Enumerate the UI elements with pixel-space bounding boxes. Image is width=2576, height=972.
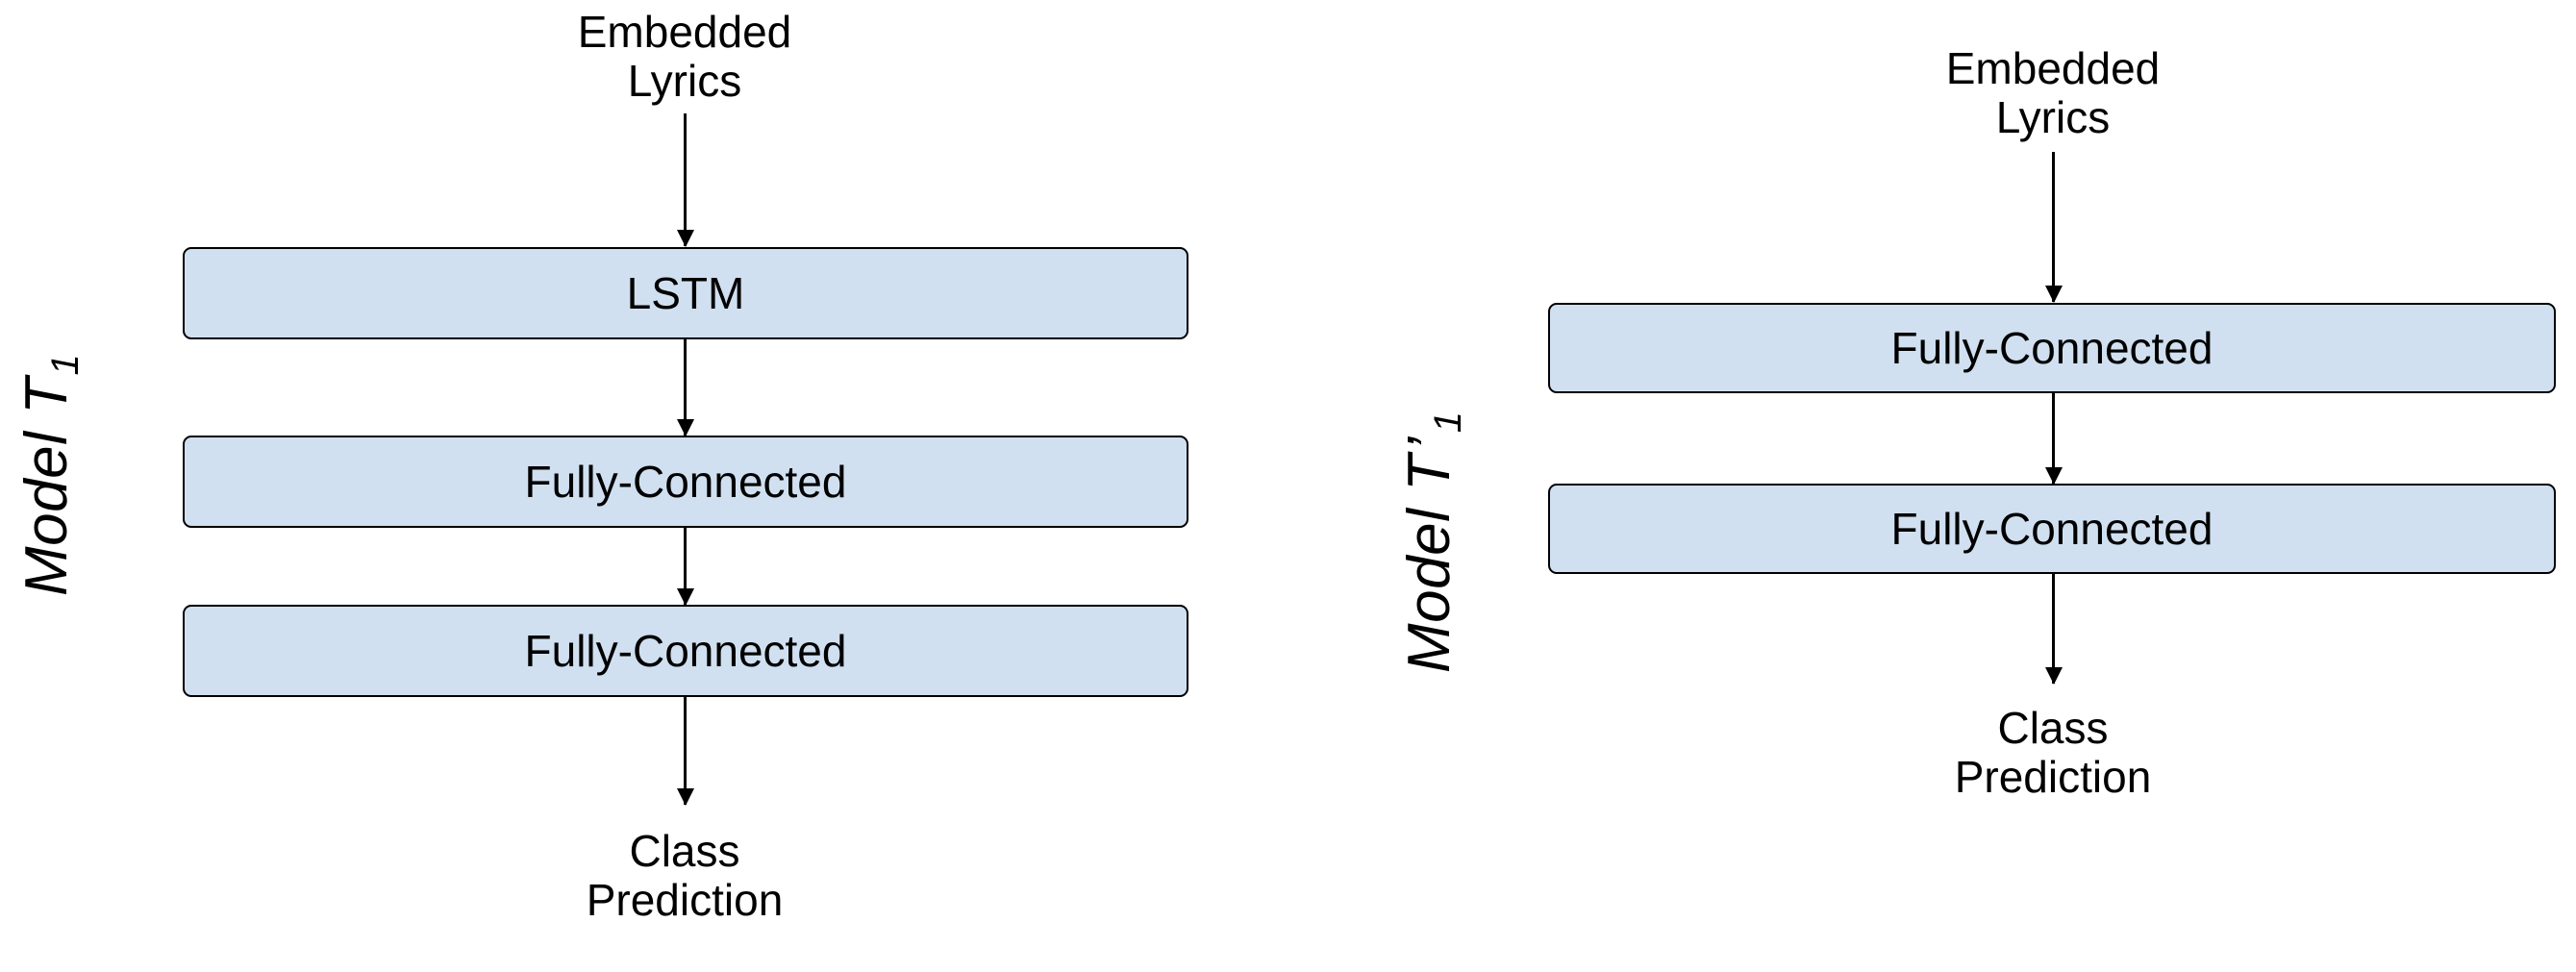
input-label-line1: Embedded: [577, 7, 792, 57]
input-label-embedded-lyrics-t1: Embedded Lyrics: [396, 8, 973, 105]
layer-box-fully-connected-1[interactable]: Fully-Connected: [1548, 303, 2556, 393]
output-label-class-prediction-t1-prime: Class Prediction: [1764, 704, 2341, 801]
model-panel-t1: Model T1 Embedded Lyrics LSTM Fully-Conn…: [0, 0, 1288, 972]
layer-box-fc2-label: Fully-Connected: [1890, 504, 2213, 554]
model-label-t1-prefix: Model T: [13, 377, 80, 596]
arrow-fc2-to-output: [684, 697, 687, 805]
output-label-line1: Class: [629, 826, 740, 876]
layer-box-lstm-label: LSTM: [626, 268, 745, 318]
model-label-t1-prime-subscript: 1: [1427, 411, 1469, 434]
layer-box-fc1-label: Fully-Connected: [1890, 323, 2213, 373]
arrow-fc2-to-output: [2052, 574, 2055, 684]
model-panel-t1-prime: Model T ’ 1 Embedded Lyrics Fully-Connecte…: [1288, 0, 2576, 972]
model-label-t1-subscript: 1: [44, 353, 87, 376]
model-label-t1: Model T1: [13, 353, 87, 596]
input-label-embedded-lyrics-t1-prime: Embedded Lyrics: [1764, 44, 2341, 141]
output-label-line2: Prediction: [1954, 751, 2152, 802]
input-label-line1: Embedded: [1945, 43, 2161, 93]
input-label-line2: Lyrics: [627, 55, 742, 106]
layer-box-fc2-label: Fully-Connected: [524, 626, 847, 676]
output-label-class-prediction-t1: Class Prediction: [396, 827, 973, 924]
output-label-line2: Prediction: [586, 874, 784, 925]
arrow-fc1-to-fc2: [684, 528, 687, 605]
input-label-line2: Lyrics: [1995, 91, 2111, 142]
arrow-input-to-lstm: [684, 113, 687, 246]
layer-box-fully-connected-2[interactable]: Fully-Connected: [1548, 484, 2556, 574]
output-label-line1: Class: [1997, 703, 2109, 753]
model-label-t1-prime: Model T ’ 1: [1396, 411, 1469, 674]
arrow-lstm-to-fc1: [684, 339, 687, 436]
arrow-fc1-to-fc2: [2052, 393, 2055, 484]
arrow-input-to-fc1: [2052, 152, 2055, 302]
layer-box-fc1-label: Fully-Connected: [524, 457, 847, 507]
model-label-t1-prime-mark: ’: [1396, 436, 1463, 451]
layer-box-lstm[interactable]: LSTM: [183, 247, 1188, 339]
layer-box-fully-connected-2[interactable]: Fully-Connected: [183, 605, 1188, 697]
layer-box-fully-connected-1[interactable]: Fully-Connected: [183, 436, 1188, 528]
model-label-t1-prime-prefix: Model T: [1396, 454, 1463, 673]
